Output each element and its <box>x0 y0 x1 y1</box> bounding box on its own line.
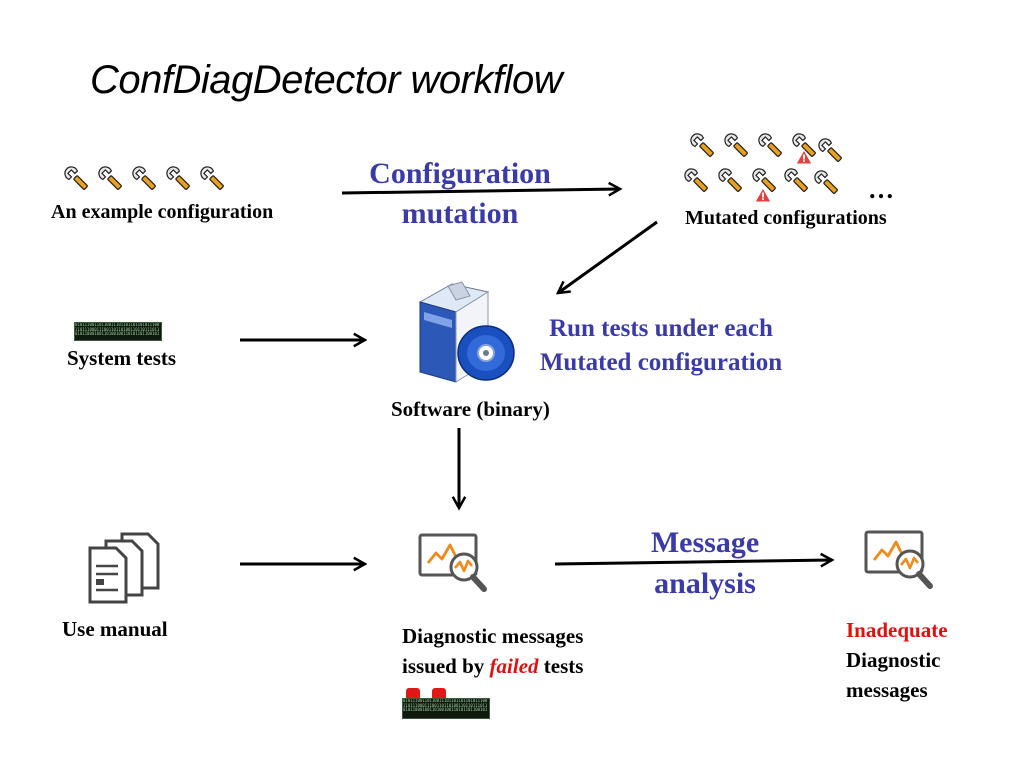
diag-line2-pre: issued by <box>402 654 490 678</box>
wrench-icon <box>815 135 846 166</box>
wrench-icon <box>811 167 842 198</box>
wrench-icon <box>95 163 126 194</box>
analysis-line2: analysis <box>654 567 756 600</box>
diagnostic-messages-label: Diagnostic messages issued by failed tes… <box>402 621 583 681</box>
system-tests-label: System tests <box>67 346 177 370</box>
inadequate-line2: Diagnostic <box>846 648 941 672</box>
run-line1: Run tests under each <box>549 315 773 342</box>
mutated-configs-label: Mutated configurations <box>685 207 887 229</box>
software-label: Software (binary) <box>391 397 550 421</box>
wrench-icon <box>781 165 812 196</box>
arrow-to-software <box>558 220 658 293</box>
inadequate-messages-label: Inadequate Diagnostic messages <box>846 615 948 705</box>
code-strip-icon: 01011100110110011101101101101011100 1101… <box>74 322 162 341</box>
page-title: ConfDiagDetector workflow <box>90 58 563 102</box>
ellipsis-label: … <box>868 175 894 204</box>
warning-icon <box>754 187 772 203</box>
magnifier-icon <box>866 532 930 586</box>
wrench-icon <box>129 163 160 194</box>
code-strip-icon: 01011100110110011101101101101011100 1101… <box>402 698 490 719</box>
arrow-mutation <box>341 189 620 193</box>
use-manual-label: Use manual <box>62 617 168 641</box>
disc-icon <box>457 325 515 381</box>
run-tests-edge-label: Run tests under each Mutated configurati… <box>516 312 806 380</box>
wrench-icon <box>681 165 712 196</box>
arrow-analysis <box>554 560 832 564</box>
inadequate-line3: messages <box>846 678 928 702</box>
failed-emphasis: failed <box>489 654 539 678</box>
mutation-edge-label: Configuration mutation <box>350 154 570 234</box>
run-line2: Mutated configuration <box>539 349 783 376</box>
wrench-icon <box>61 163 92 194</box>
wrench-icon <box>721 130 752 161</box>
wrench-icon <box>197 163 228 194</box>
diag-line1: Diagnostic messages <box>402 624 584 648</box>
analysis-line1: Message <box>650 526 760 559</box>
example-config-label: An example configuration <box>51 201 274 223</box>
wrench-icon <box>687 130 718 161</box>
monitor-chart-icon <box>420 535 484 589</box>
inadequate-word: Inadequate <box>846 618 948 642</box>
wrench-icon <box>755 130 786 161</box>
diag-line2: issued by failed tests <box>402 651 583 681</box>
document-stack-icon <box>88 532 160 604</box>
analysis-edge-label: Message analysis <box>620 522 790 604</box>
mutation-line1: Configuration <box>369 157 551 190</box>
diag-line2-post: tests <box>538 654 584 678</box>
mutation-line2: mutation <box>401 197 519 230</box>
wrench-icon <box>715 165 746 196</box>
wrench-icon <box>163 163 194 194</box>
